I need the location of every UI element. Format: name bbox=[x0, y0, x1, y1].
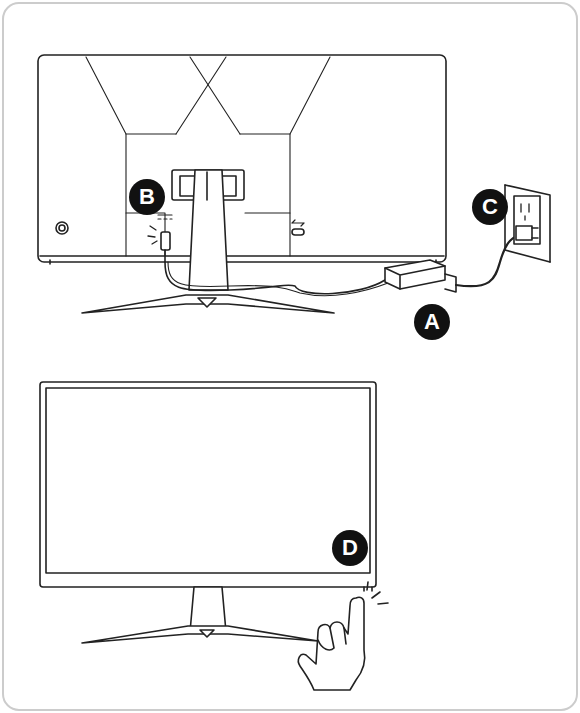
callout-letter: C bbox=[472, 189, 508, 225]
callout-text: C bbox=[482, 196, 498, 218]
callout-letter: B bbox=[129, 179, 165, 215]
callout-text: D bbox=[342, 537, 358, 559]
hand bbox=[298, 597, 364, 690]
power-cables bbox=[165, 236, 518, 296]
monitor-front bbox=[40, 382, 376, 643]
callout-text: B bbox=[139, 186, 155, 208]
wall-outlet bbox=[505, 185, 550, 262]
frame bbox=[3, 3, 577, 710]
press-marks bbox=[367, 582, 388, 604]
callout-letter: A bbox=[414, 304, 450, 340]
callout-text: A bbox=[424, 311, 440, 333]
monitor-back bbox=[38, 55, 446, 264]
callout-letter: D bbox=[332, 530, 368, 566]
